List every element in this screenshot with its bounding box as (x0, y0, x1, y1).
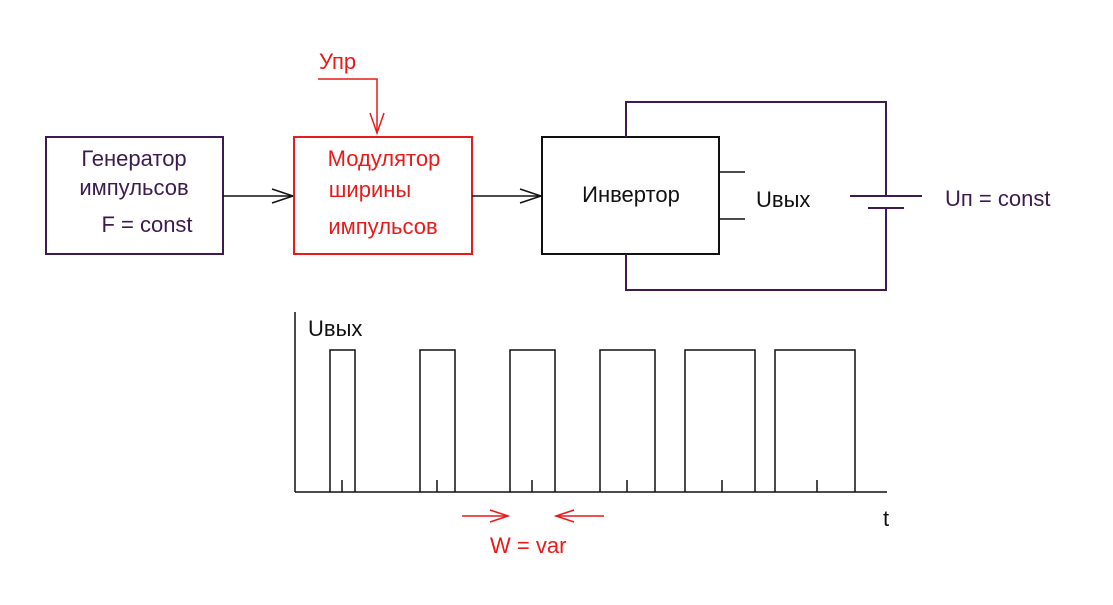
modulator-block: Модулятор ширины импульсов (293, 136, 473, 255)
inverter-label: Инвертор (582, 182, 680, 207)
waveform-x-label: t (883, 506, 889, 531)
arrow-modulator-to-inverter (472, 188, 544, 204)
generator-label-line2: импульсов (79, 175, 188, 200)
period-marks (341, 480, 818, 492)
pulses (329, 349, 856, 492)
output-voltage-label: Uвых (756, 187, 810, 212)
supply-wire-bottom (625, 208, 887, 291)
control-input: Упр (318, 49, 385, 136)
generator-label-line1: Генератор (81, 146, 186, 171)
arrow-generator-to-modulator (223, 188, 296, 204)
pulse-3 (509, 349, 556, 492)
supply-wire-top (625, 101, 887, 196)
pulse-1 (329, 349, 356, 492)
waveform-y-label: Uвых (308, 316, 362, 341)
generator-block: Генератор импульсов F = const (45, 136, 224, 255)
inverter-block: Инвертор Uвых (541, 136, 810, 255)
pulse-5 (684, 349, 756, 492)
control-label: Упр (319, 49, 356, 74)
modulator-label-line1: Модулятор (328, 146, 441, 171)
pulse-width-label: W = var (490, 533, 566, 558)
supply-voltage-label: Uп = const (945, 186, 1050, 211)
pulse-4 (599, 349, 656, 492)
generator-frequency-label: F = const (101, 212, 192, 237)
pulse-width-annotation: W = var (462, 509, 604, 558)
waveform-plot: Uвых t (294, 312, 889, 531)
power-supply-circuit: Uп = const (625, 101, 1050, 291)
pulse-2 (419, 349, 456, 492)
inverter-box (541, 136, 720, 255)
pulse-6 (774, 349, 856, 492)
modulator-label-line3: импульсов (328, 214, 437, 239)
modulator-label-line2: ширины (329, 177, 411, 202)
